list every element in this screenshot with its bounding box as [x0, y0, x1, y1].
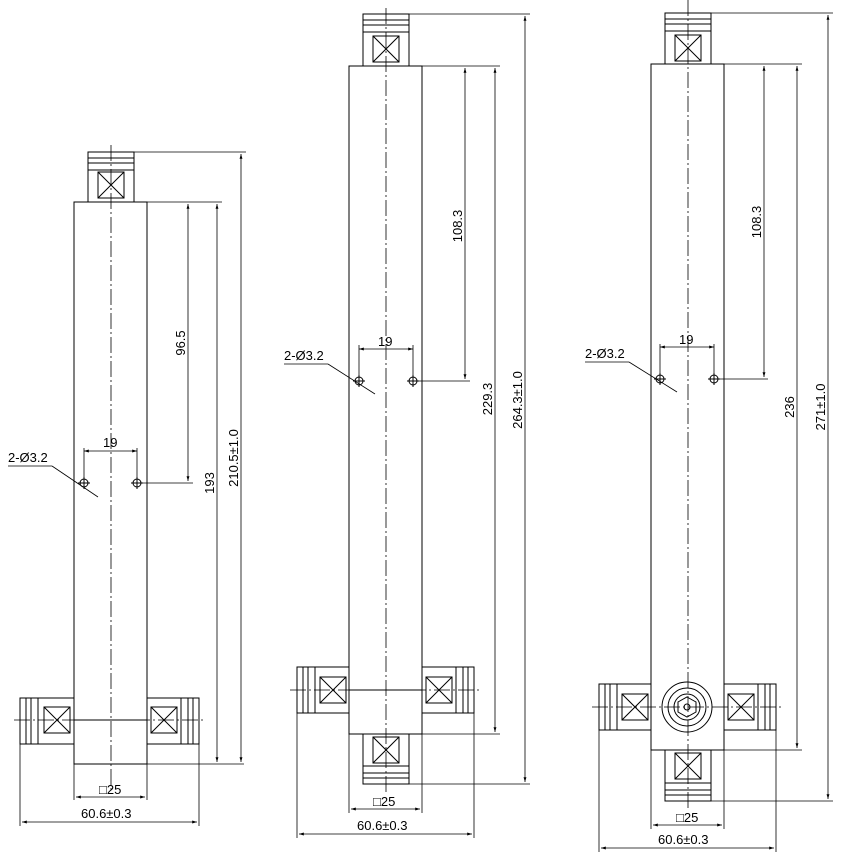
dim-square-size: □25	[99, 782, 121, 797]
dim-overall-length: 264.3±1.0	[510, 371, 525, 429]
dim-hole-pitch: 19	[679, 332, 693, 347]
dim-hole-callout: 2-Ø3.2	[8, 450, 48, 465]
housing-body	[650, 63, 725, 751]
dim-body-length: 229.3	[480, 383, 495, 416]
dim-hole-callout: 2-Ø3.2	[585, 346, 625, 361]
dim-hole-pitch: 19	[103, 435, 117, 450]
drawing-3way: 19 2-Ø3.2 108.3 229.3 264.3±1.0 □25 60.6…	[284, 8, 530, 838]
dim-overall-width: 60.6±0.3	[357, 818, 408, 833]
dim-hole-offset: 96.5	[173, 330, 188, 355]
connector-bottom-icon	[664, 749, 712, 802]
dim-body-length: 236	[782, 396, 797, 418]
housing-body	[348, 65, 423, 735]
dim-overall-width: 60.6±0.3	[658, 832, 709, 847]
dim-hole-pitch: 19	[378, 334, 392, 349]
connector-right-icon	[146, 697, 200, 745]
dim-overall-length: 210.5±1.0	[226, 429, 241, 487]
dim-hole-callout: 2-Ø3.2	[284, 348, 324, 363]
drawing-4way: 19 2-Ø3.2 108.3 236 271±1.0 □25 60.6±0.3	[585, 0, 833, 852]
drawing-2way: 19 2-Ø3.2 96.5 193 210.5±1.0 □25 60.6±0.…	[8, 145, 246, 826]
dim-overall-width: 60.6±0.3	[81, 806, 132, 821]
dim-square-size: □25	[373, 794, 395, 809]
dim-square-size: □25	[676, 810, 698, 825]
connector-left-icon	[19, 697, 75, 745]
dim-body-to-holes: 193	[202, 472, 217, 494]
dim-overall-length: 271±1.0	[813, 384, 828, 431]
dim-hole-offset: 108.3	[450, 210, 465, 243]
dim-hole-offset: 108.3	[749, 206, 764, 239]
